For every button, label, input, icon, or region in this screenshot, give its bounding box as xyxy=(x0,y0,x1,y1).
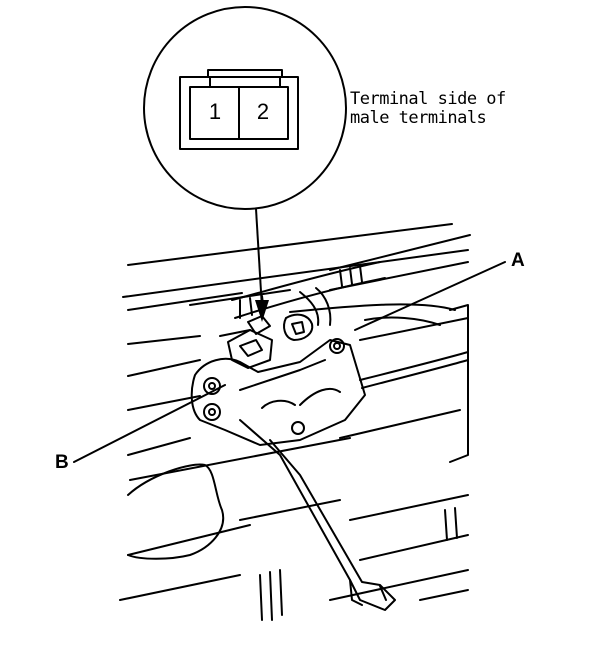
parking-brake-pedal xyxy=(190,338,396,611)
detail-zoom-circle xyxy=(143,6,347,210)
floor-plate xyxy=(127,303,458,621)
connector-pin-2-label: 2 xyxy=(256,99,270,124)
detail-note: Terminal side of male terminals xyxy=(350,89,506,128)
detail-pointer-arrow xyxy=(255,208,269,322)
connector-face xyxy=(179,69,299,150)
callout-a-label: A xyxy=(511,250,525,271)
cable xyxy=(359,351,469,381)
connector-pin-1-label: 1 xyxy=(208,99,222,124)
switch-connector xyxy=(227,313,314,369)
leader-b xyxy=(73,384,226,463)
floor-panel-lines xyxy=(119,223,471,601)
wire-harness xyxy=(231,261,386,326)
callout-b-label: B xyxy=(55,452,69,473)
leader-a xyxy=(354,261,506,331)
